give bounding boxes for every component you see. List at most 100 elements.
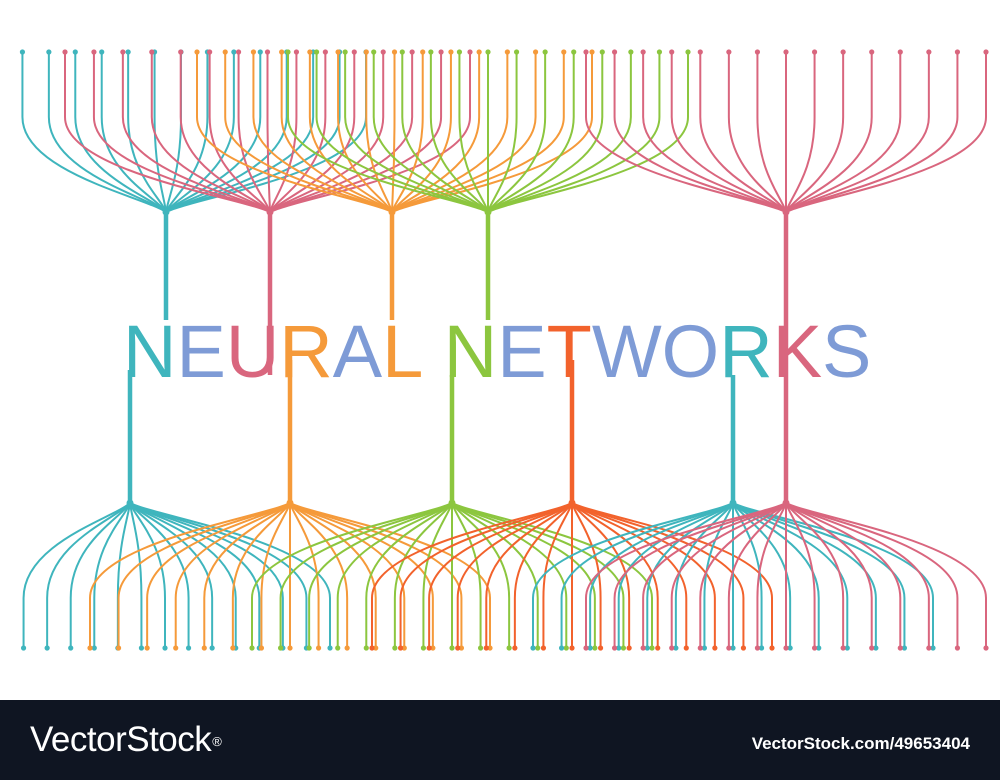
neuron-hub xyxy=(286,499,294,507)
dendrite-branch xyxy=(785,51,816,213)
synapse-dot xyxy=(597,645,604,651)
top-tree-pink-right xyxy=(583,49,989,345)
dendrite-branch xyxy=(269,51,471,213)
synapse-dot xyxy=(535,645,541,651)
synapse-dot xyxy=(611,49,618,55)
synapse-dot xyxy=(335,645,341,651)
synapse-dot xyxy=(391,49,398,55)
synapse-dot xyxy=(222,49,228,55)
dendrite-branch xyxy=(571,502,688,649)
synapse-dot xyxy=(504,49,510,55)
dendrite-branch xyxy=(785,51,987,213)
dendrite-branch xyxy=(308,51,393,213)
dendrite-trees xyxy=(19,49,989,651)
dendrite-branch xyxy=(458,51,489,213)
synapse-dot xyxy=(458,645,465,651)
synapse-dot xyxy=(587,645,593,651)
dendrite-branch xyxy=(727,51,787,213)
dendrite-branch xyxy=(46,502,131,649)
synapse-dot xyxy=(640,645,646,651)
synapse-dot xyxy=(483,645,489,651)
synapse-dot xyxy=(162,645,168,651)
dendrite-branch xyxy=(785,502,873,649)
dendrite-branch xyxy=(337,51,393,213)
synapse-dot xyxy=(342,49,348,55)
stock-image-id: VectorStock.com/49653404 xyxy=(751,734,970,753)
synapse-dot xyxy=(869,49,875,55)
dendrite-branch xyxy=(487,51,575,213)
dendrite-branch xyxy=(74,51,167,213)
synapse-dot xyxy=(91,49,97,55)
dendrite-branch xyxy=(642,502,787,649)
synapse-dot xyxy=(754,49,761,55)
dendrite-branch xyxy=(391,51,509,213)
synapse-dot xyxy=(701,645,708,651)
dendrite-branch xyxy=(344,51,489,213)
dendrite-branch xyxy=(179,51,271,213)
dendrite-branch xyxy=(269,51,414,213)
synapse-dot xyxy=(811,645,818,651)
synapse-dot xyxy=(448,49,454,55)
neuron-hub xyxy=(729,499,737,507)
dendrite-branch xyxy=(571,502,602,649)
headline-letter: S xyxy=(822,310,871,393)
dendrite-branch xyxy=(93,502,131,649)
dendrite-branch xyxy=(391,51,424,213)
dendrite-branch xyxy=(585,51,787,213)
dendrite-branch xyxy=(153,51,167,213)
synapse-dot xyxy=(583,49,589,55)
dendrite-branch xyxy=(129,502,237,649)
synapse-dot xyxy=(816,645,822,651)
synapse-dot xyxy=(697,49,703,55)
dendrite-branch xyxy=(208,51,271,213)
dendrite-branch xyxy=(487,51,632,213)
synapse-dot xyxy=(485,49,491,55)
registered-mark: ® xyxy=(212,734,222,749)
synapse-dot xyxy=(840,645,846,651)
synapse-dot xyxy=(201,645,207,651)
dendrite-branch xyxy=(699,502,787,649)
top-tree-orange xyxy=(194,49,595,320)
synapse-dot xyxy=(926,645,932,651)
synapse-dot xyxy=(258,645,265,651)
synapse-dot xyxy=(726,49,732,55)
dendrite-branch xyxy=(393,502,453,649)
synapse-dot xyxy=(844,645,850,651)
synapse-dot xyxy=(530,645,536,651)
synapse-dot xyxy=(62,49,68,55)
synapse-dot xyxy=(897,645,903,651)
synapse-dot xyxy=(44,645,50,651)
dendrite-branch xyxy=(785,51,845,213)
synapse-dot xyxy=(628,49,634,55)
dendrite-branch xyxy=(785,51,930,213)
synapse-dot xyxy=(293,49,300,55)
dendrite-branch xyxy=(22,502,131,649)
dendrite-branch xyxy=(571,502,631,649)
synapse-dot xyxy=(712,645,718,651)
synapse-dot xyxy=(840,49,846,55)
synapse-dot xyxy=(397,645,404,651)
synapse-dot xyxy=(99,49,105,55)
synapse-dot xyxy=(249,645,255,651)
synapse-dot xyxy=(616,645,622,651)
synapse-dot xyxy=(207,49,213,55)
synapse-dot xyxy=(983,645,989,651)
synapse-dot xyxy=(783,49,789,55)
dendrite-branch xyxy=(308,502,453,649)
dendrite-branch xyxy=(756,51,787,213)
dendrite-branch xyxy=(785,51,873,213)
dendrite-branch xyxy=(571,502,659,649)
synapse-dot xyxy=(897,49,903,55)
neuron-hub xyxy=(782,499,790,507)
synapse-dot xyxy=(954,49,961,55)
synapse-dot xyxy=(20,645,27,651)
neural-networks-illustration: NEURAL NETWORKS xyxy=(19,49,989,651)
synapse-dot xyxy=(257,49,263,55)
synapse-dot xyxy=(669,645,675,651)
synapse-dot xyxy=(363,49,369,55)
top-tree-green xyxy=(285,49,691,320)
headline-letter: A xyxy=(333,310,383,393)
synapse-dot xyxy=(420,645,427,651)
headline-letter: K xyxy=(773,310,822,393)
synapse-dot xyxy=(178,49,184,55)
